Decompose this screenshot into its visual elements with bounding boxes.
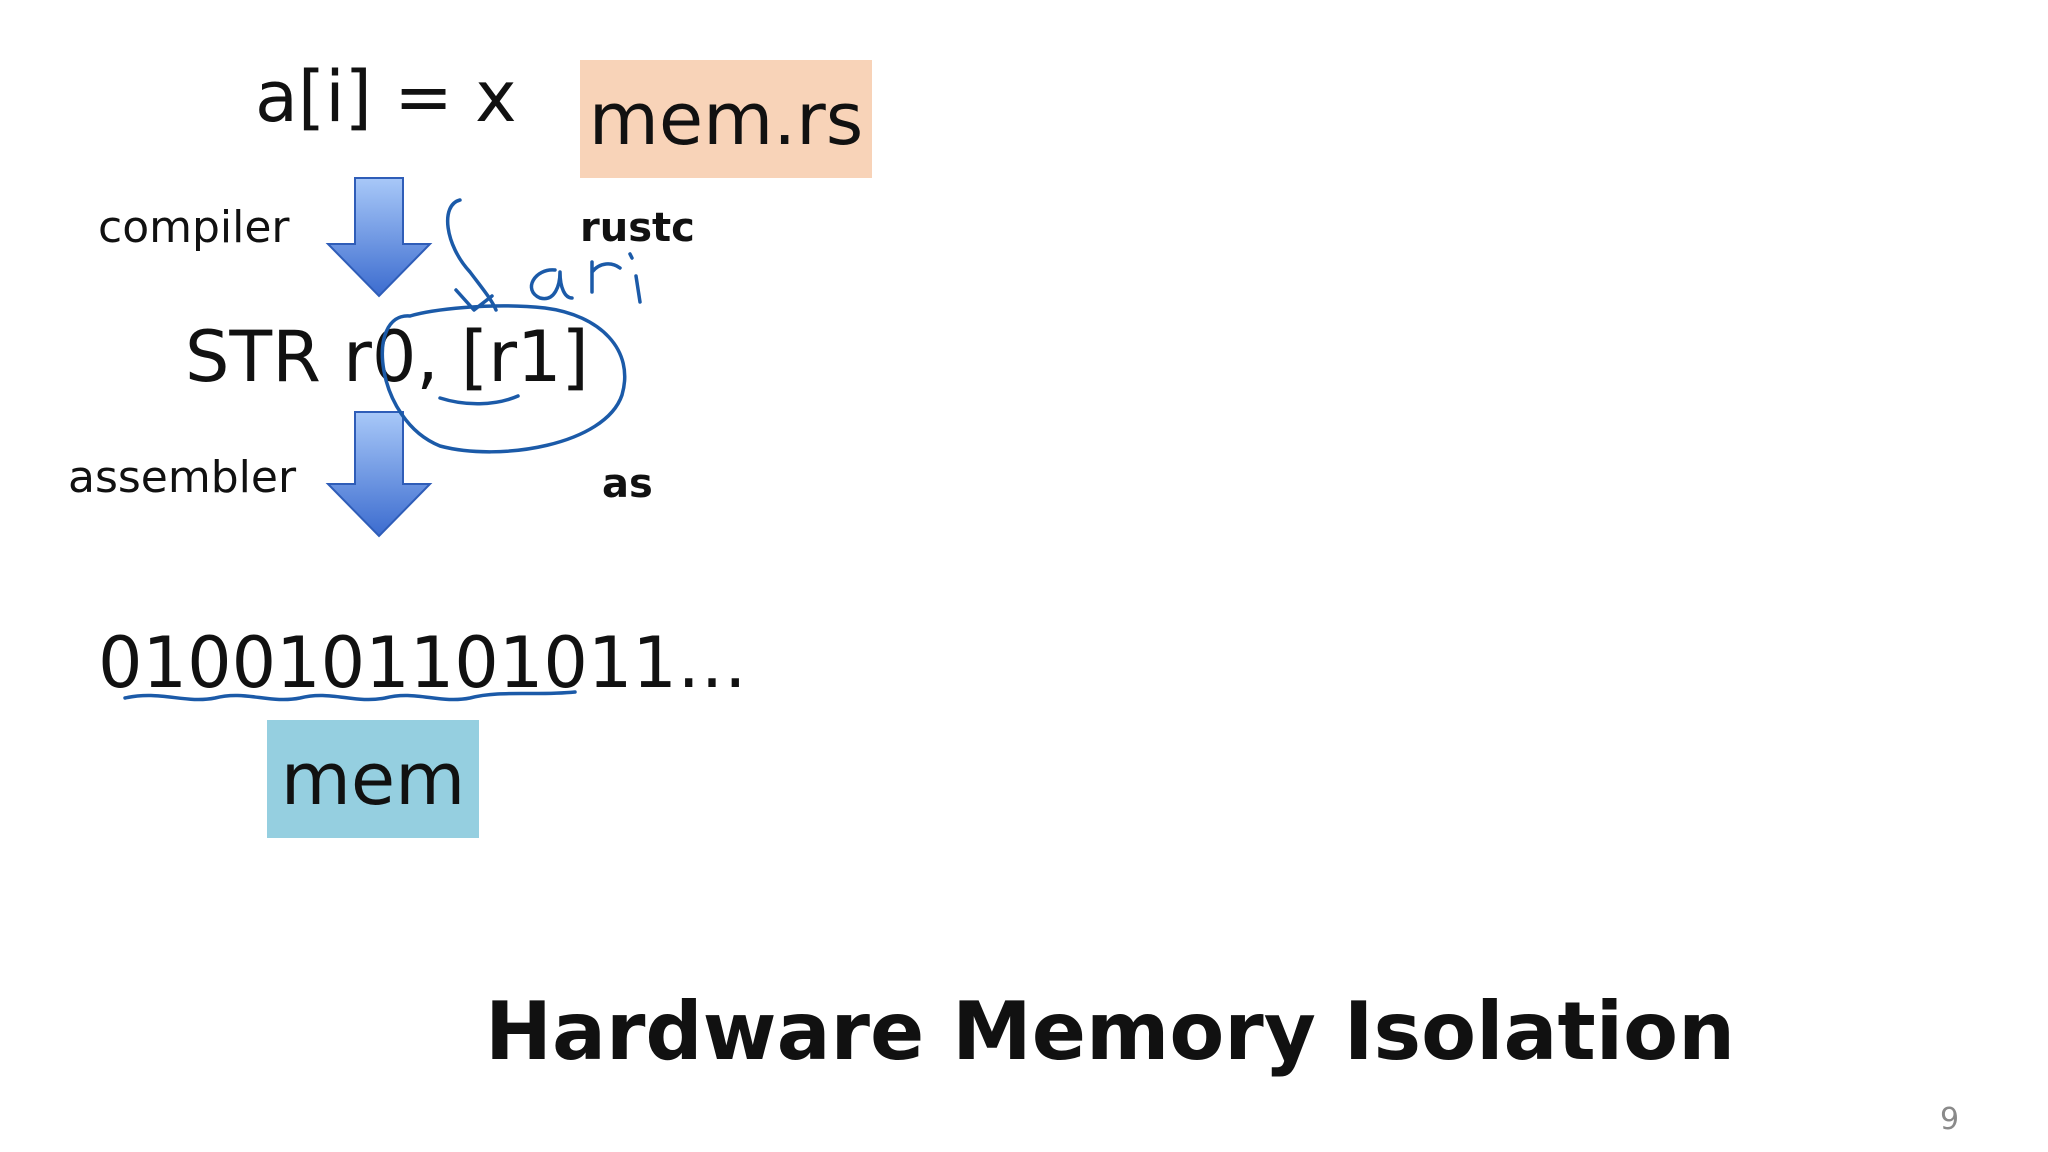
compiler-label: compiler (98, 202, 290, 253)
handwriting-r (590, 260, 622, 294)
down-arrow-icon (325, 177, 433, 298)
handwriting-i (628, 252, 642, 304)
as-label: as (602, 461, 653, 507)
handwriting-a (529, 268, 574, 301)
page-number: 9 (1940, 1102, 1960, 1137)
slide-title: Hardware Memory Isolation (485, 985, 1736, 1078)
source-file-box: mem.rs (580, 60, 872, 178)
handwriting-v (445, 198, 498, 312)
circle-annotation (380, 304, 627, 454)
rustc-label: rustc (580, 205, 695, 251)
underline-binary (123, 690, 577, 702)
source-code-line: a[i] = x (255, 56, 517, 138)
source-file-label: mem.rs (588, 77, 864, 161)
binary-file-box: mem (267, 720, 479, 838)
down-arrow-icon (325, 411, 433, 538)
underline-r1 (438, 394, 520, 406)
handwriting-v2 (454, 288, 494, 312)
binary-file-label: mem (280, 737, 466, 821)
binary-code-line: 0100101101011… (98, 622, 747, 704)
assembler-label: assembler (68, 452, 297, 503)
